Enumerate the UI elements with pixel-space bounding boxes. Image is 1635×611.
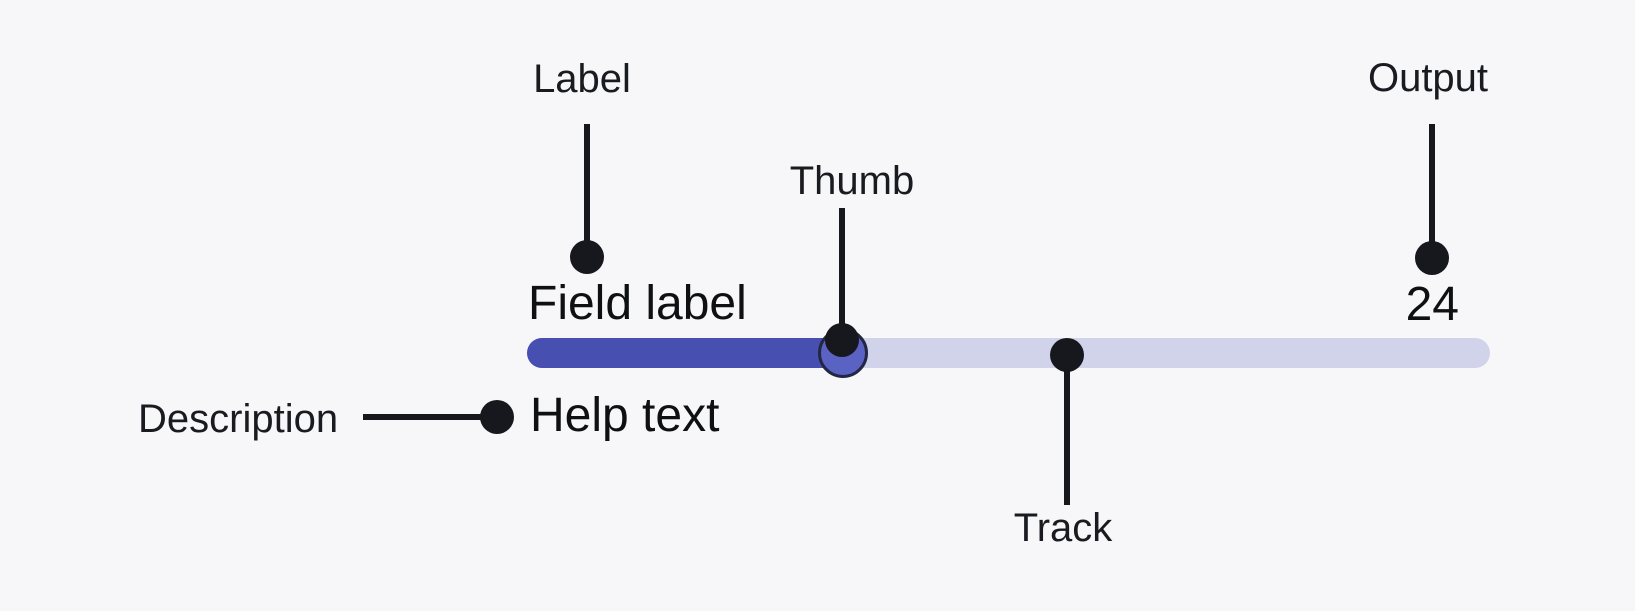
annotation-description-text: Description [138, 397, 339, 441]
annotation-thumb-line [839, 208, 845, 325]
field-label: Field label [528, 277, 747, 330]
annotation-thumb-text: Thumb [789, 159, 915, 203]
output-value: 24 [1405, 278, 1459, 331]
annotation-output-dot [1415, 241, 1449, 275]
slider-track-fill [527, 338, 843, 368]
help-text: Help text [530, 389, 720, 442]
annotation-description-line [363, 414, 481, 420]
annotation-description-dot [480, 400, 514, 434]
annotation-label-text: Label [533, 57, 631, 101]
annotation-track-dot [1050, 338, 1084, 372]
annotation-thumb-dot [825, 323, 859, 357]
slider-track[interactable] [527, 338, 1490, 368]
annotation-output-text: Output [1367, 56, 1489, 100]
annotation-track-line [1064, 370, 1070, 505]
annotation-track-text: Track [1013, 506, 1113, 550]
annotation-label-dot [570, 240, 604, 274]
annotation-output-line [1429, 124, 1435, 242]
annotation-label-line [584, 124, 590, 242]
